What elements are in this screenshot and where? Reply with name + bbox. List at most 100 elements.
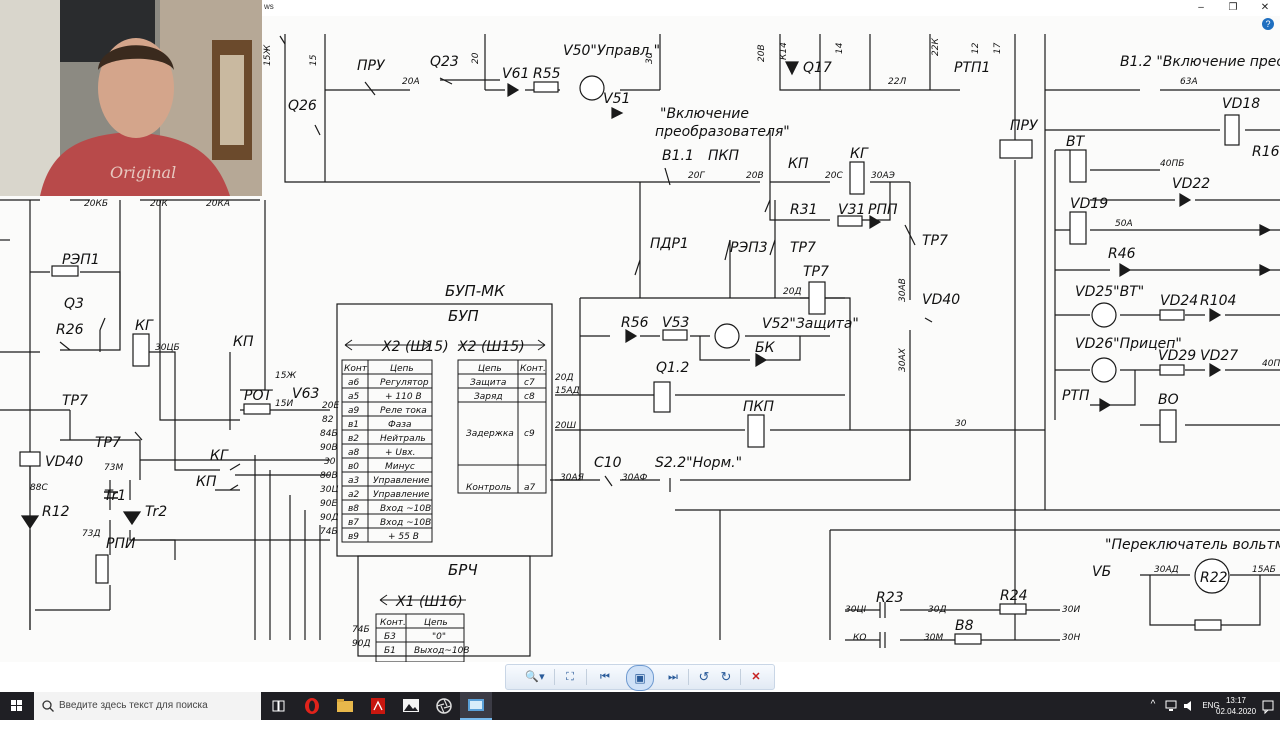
component-label: КП [196,474,217,490]
x2-left-contact: a9 [348,406,360,416]
block-label-brch: БРЧ [448,561,478,579]
wire-label: 88С [30,483,48,493]
wire-label: 30Н [1062,633,1080,643]
wire-label: 15Ж [275,371,296,381]
restore-button[interactable]: ❐ [1228,2,1238,13]
component-label: Q3 [64,296,84,312]
photo-viewer-taskbar-button[interactable] [460,692,492,720]
component-label: V53 [662,315,689,331]
wire-label: 22Л [888,77,906,87]
connector-x2-left-header: X2 (Ш15) [381,339,449,355]
wire-label: 12 [971,42,981,54]
component-label: VD18 [1222,96,1260,112]
window-title: ws [264,2,274,11]
x2-right-circuit: Защита [470,378,506,388]
toolbar-divider [740,669,741,685]
rotate-right-icon[interactable]: ↻ [720,669,732,684]
wire-label: 20КБ [84,199,108,209]
folder-icon [337,699,353,712]
component-label: VБ [1092,564,1111,580]
clock-time: 13:17 [1225,696,1247,705]
x2-left-col-contact: Конт. [344,364,370,374]
start-button[interactable] [0,692,34,720]
connector-x2-right-header: X2 (Ш15) [457,339,525,355]
component-label: В1.1 [662,148,694,164]
x2-left-circuit: + Uвх. [385,448,415,458]
component-label: БК [755,340,776,356]
wire-label: 20С [825,171,843,181]
file-explorer-taskbar-button[interactable] [329,692,361,720]
wire-label: 90Е [320,499,337,509]
zoom-icon[interactable]: 🔍▾ [525,671,545,683]
task-view-icon [272,700,285,712]
component-label: R26 [56,322,84,338]
viewer-toolbar: 🔍▾ ⛶ ⏮ ▣ ⏭ ↺ ↻ ✕ [505,664,775,691]
component-label: Tr2 [145,504,167,520]
aperture-icon [436,698,452,714]
wire-label: 14 [835,42,845,54]
component-label: R31 [790,202,818,218]
close-button[interactable]: ✕ [1260,2,1270,13]
component-label: VD24 [1160,293,1198,309]
x2-left-circuit: Управление [373,490,430,500]
network-tray-button[interactable] [1164,692,1178,720]
component-label: В8 [955,618,974,634]
x2-left-contact: a3 [348,476,360,486]
wire-label: 20КА [206,199,230,209]
component-label: РТП [1062,388,1090,404]
x2-right-contact: с8 [524,392,535,402]
language-indicator[interactable]: ENG [1202,701,1220,710]
app-taskbar-button[interactable] [428,692,460,720]
wire-label: 73Д [82,529,100,539]
wire-label: 40ПБ [1160,159,1184,169]
help-icon[interactable]: ? [1262,18,1274,30]
caption-converter-switch: В1.2 "Включение преобразов [1120,54,1280,70]
x2-left-circuit: Регулятор [380,378,429,388]
wire-label: 20Д [555,373,573,383]
wire-label: 30АФ [622,473,648,483]
x2-left-circuit: Минус [385,462,415,472]
volume-tray-button[interactable] [1182,692,1196,720]
previous-image-icon[interactable]: ⏮ [600,671,610,683]
component-label: R12 [42,504,70,520]
photos-taskbar-button[interactable] [395,692,427,720]
wire-label: 74Б [320,527,338,537]
caption-vd25: VD25"ВТ" [1075,284,1144,300]
taskbar-search-box[interactable]: Введите здесь текст для поиска [34,692,261,720]
opera-taskbar-button[interactable] [296,692,328,720]
component-label: РПП [868,202,898,218]
slideshow-button[interactable]: ▣ [626,665,654,691]
wire-label: 20Е [322,401,339,411]
wire-label: 30Д [928,605,946,615]
next-image-icon[interactable]: ⏭ [668,671,678,683]
acrobat-taskbar-button[interactable] [362,692,394,720]
component-label: R23 [876,590,904,606]
fit-window-icon[interactable]: ⛶ [566,671,574,683]
wire-label: 30АД [1154,565,1179,575]
wire-label: 90Д [320,513,338,523]
wire-label: 15 [309,54,319,66]
component-label: R55 [533,66,561,82]
wire-label: 63А [1180,77,1198,87]
wire-label: 30ЦI [845,605,866,615]
system-clock[interactable]: 13:17 02.04.2020 [1216,695,1256,717]
rotate-left-icon[interactable]: ↺ [698,669,710,684]
svg-text:Original: Original [110,163,176,182]
component-label: ВТ [1066,134,1086,150]
minimize-button[interactable]: – [1198,2,1204,13]
wire-label: 20Д [783,287,801,297]
notifications-button[interactable] [1260,692,1276,720]
component-label: R22 [1200,570,1228,586]
task-view-button[interactable] [262,692,294,720]
tray-chevron-icon[interactable]: ^ [1150,699,1156,710]
component-label: C10 [594,455,622,471]
delete-icon[interactable]: ✕ [751,671,761,683]
wire-label: 30И [1062,605,1080,615]
x2-left-contact: в0 [348,462,359,472]
component-label: КГ [210,448,229,464]
wire-label: 30АХ [898,347,908,372]
notification-icon [1262,700,1274,715]
x2-right-contact: а7 [524,483,536,493]
x2-left-contact: a2 [348,490,360,500]
component-label: ПКП [708,148,739,164]
